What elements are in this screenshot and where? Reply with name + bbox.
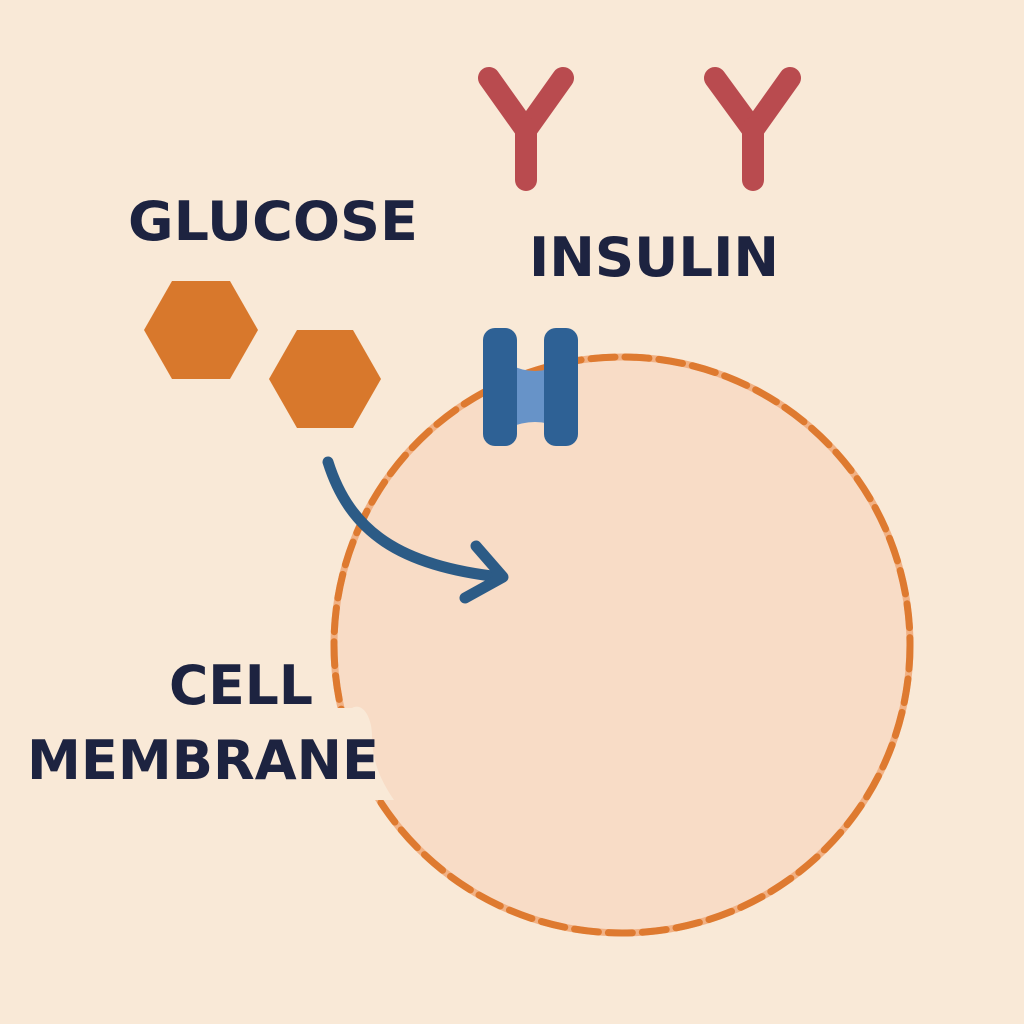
transporter-channel-icon xyxy=(483,328,578,446)
channel-left-subunit xyxy=(483,328,517,446)
insulin-label: INSULIN xyxy=(529,226,779,289)
cell-membrane-label-line2: MEMBRANE xyxy=(27,729,379,792)
cell-body xyxy=(334,357,910,933)
insulin-y-molecule-icon xyxy=(478,67,574,191)
cell-membrane xyxy=(330,353,914,937)
cell-membrane-label-line1: CELL xyxy=(169,654,313,717)
uptake-curved-arrow-icon xyxy=(322,456,509,604)
insulin-group xyxy=(478,67,801,191)
insulin-y-molecule-icon xyxy=(704,67,801,191)
glucose-hexagon-icon xyxy=(144,281,258,379)
glucose-group xyxy=(144,281,381,428)
glucose-hexagon-icon xyxy=(269,330,381,428)
channel-right-subunit xyxy=(544,328,578,446)
membrane-label-cutout xyxy=(330,706,394,800)
glucose-label: GLUCOSE xyxy=(128,190,418,253)
cell xyxy=(330,353,914,937)
